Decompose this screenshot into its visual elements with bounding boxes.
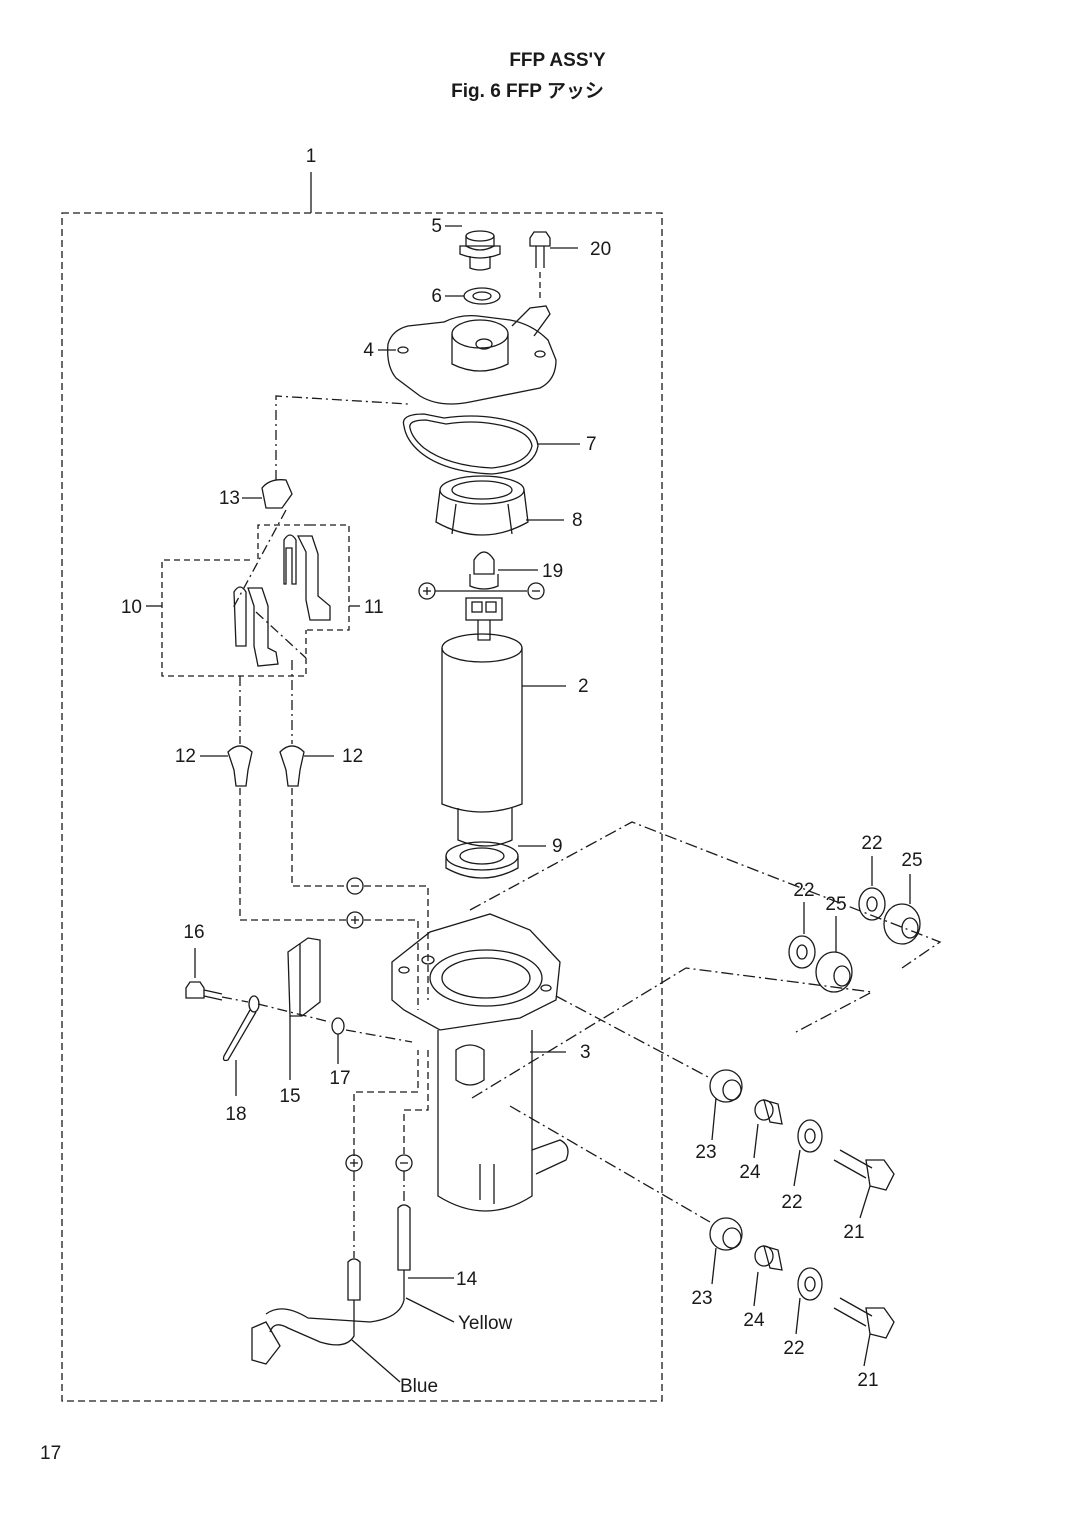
part-6-washer [445, 287, 501, 305]
callout-21-lower: 21 [857, 1370, 878, 1391]
page-number: 17 [40, 1443, 62, 1464]
part-15-bracket [257, 937, 331, 1080]
part-7-o-ring [402, 413, 580, 475]
callout-22-top: 22 [861, 833, 882, 854]
callout-3: 3 [580, 1042, 591, 1063]
figure-caption: Fig. 6 FFP アッシ [451, 81, 604, 102]
part-5-plug [445, 225, 501, 271]
callout-12-left: 12 [175, 746, 196, 767]
callout-18: 18 [225, 1104, 246, 1125]
callout-20: 20 [590, 239, 611, 260]
callout-17: 17 [329, 1068, 350, 1089]
part-22-washer-upper [793, 1119, 823, 1187]
part-8-ring-nut [435, 475, 564, 536]
callout-14: 14 [456, 1269, 478, 1290]
callout-15: 15 [279, 1086, 300, 1107]
callout-9: 9 [552, 836, 563, 857]
leader-to-bushing-upper [555, 995, 711, 1079]
callout-1: 1 [306, 146, 317, 167]
wire-leader-positive-2 [364, 919, 419, 1010]
part-14-harness [251, 1050, 455, 1383]
callout-19: 19 [542, 561, 563, 582]
callout-24-upper: 24 [739, 1162, 761, 1183]
callout-22-lower: 22 [783, 1338, 804, 1359]
part-10-terminal [146, 559, 307, 677]
part-21-bolt-lower [833, 1297, 895, 1367]
part-11-terminal [257, 524, 360, 631]
part-16-screw [185, 948, 249, 1003]
positive-mark-upper [346, 911, 364, 929]
callout-8: 8 [572, 510, 583, 531]
part-13-clip [242, 479, 293, 509]
pump-polarity-marks [418, 582, 545, 600]
part-12-connector-left [200, 676, 253, 787]
callout-23-lower: 23 [691, 1288, 712, 1309]
callout-24-lower: 24 [743, 1310, 765, 1331]
callout-6: 6 [431, 286, 442, 307]
callout-22-upper: 22 [781, 1192, 802, 1213]
part-3-housing [391, 913, 569, 1212]
part-23-bushing-lower [709, 1217, 743, 1285]
callout-13: 13 [219, 488, 240, 509]
callout-7: 7 [586, 434, 597, 455]
callout-10: 10 [121, 597, 142, 618]
callout-5: 5 [431, 216, 442, 237]
leader-to-bushing-lower [509, 1105, 711, 1223]
part-19-cap [469, 551, 538, 590]
leader-mount-upper [469, 821, 942, 969]
part-22-washer-a [858, 856, 886, 921]
part-12-connector-right [279, 660, 334, 787]
assembly-boundary [61, 212, 663, 1402]
part-4-cover [378, 305, 557, 405]
callout-11: 11 [364, 597, 384, 618]
callout-4: 4 [363, 340, 374, 361]
part-2-pump [441, 597, 566, 847]
negative-mark-upper [346, 877, 364, 895]
part-17-washer [331, 1017, 413, 1064]
part-21-bolt-upper [833, 1149, 895, 1219]
part-25-grommet-a [883, 874, 921, 945]
callout-22-mid: 22 [793, 880, 814, 901]
wire-color-blue: Blue [400, 1376, 438, 1397]
callout-12-right: 12 [342, 746, 363, 767]
wire-color-yellow: Yellow [458, 1313, 513, 1334]
part-20-bolt [529, 231, 578, 300]
leader-terminal-diagonal [255, 611, 307, 659]
part-25-grommet-b [815, 916, 853, 993]
part-9-seal [445, 841, 546, 879]
callout-25-mid: 25 [825, 894, 846, 915]
callout-21-upper: 21 [843, 1222, 864, 1243]
wire-leader-negative [291, 788, 346, 887]
callout-25-top: 25 [901, 850, 922, 871]
part-24-collar-upper [753, 1099, 783, 1159]
leader-clip-to-terminal [231, 509, 287, 611]
callout-16: 16 [183, 922, 204, 943]
diagram-title: FFP ASS'Y [509, 50, 606, 71]
leader-cover-to-clip [275, 395, 409, 480]
part-22-washer-lower [795, 1267, 823, 1335]
callout-2: 2 [578, 676, 589, 697]
part-18-ground-lead [222, 995, 260, 1096]
part-24-collar-lower [753, 1245, 783, 1307]
part-22-washer-b [788, 902, 816, 969]
wire-leader-positive [239, 788, 346, 921]
callout-23-upper: 23 [695, 1142, 716, 1163]
part-23-bushing-upper [709, 1069, 743, 1141]
